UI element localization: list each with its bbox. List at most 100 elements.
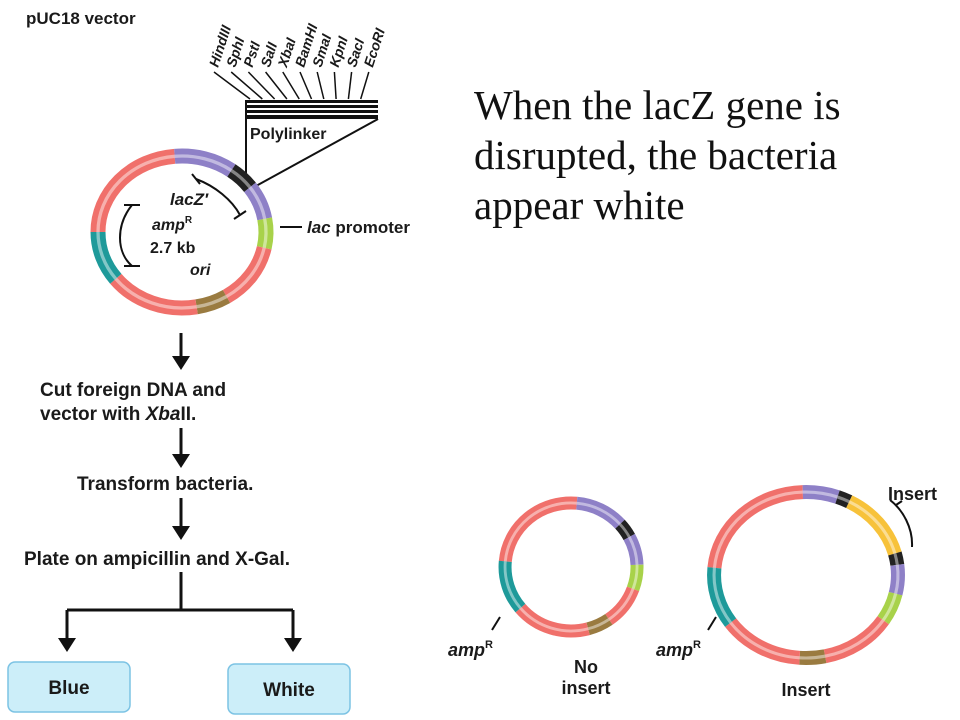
insert-backbone-top-highlight [712,490,803,568]
insert-lacz-top-highlight [802,490,838,499]
lacz-label: lacZ′ [170,190,209,209]
white-outcome-label: White [263,680,315,701]
ori-segment [195,289,231,315]
no-insert-backbone-bottom [515,603,590,638]
insert-lacz-top [802,485,840,504]
backbone-segment-bottom [110,273,198,316]
site-tick-kpni [333,71,337,100]
site-tick-psti [247,71,276,100]
no-insert-ori [586,613,613,636]
amp-pointer-right [707,616,717,631]
promoter-label: lac promoter [307,218,410,237]
plasmid-interior-brackets [119,173,247,267]
no-insert-backbone-bottom-highlight [519,607,589,633]
site-tick-hindiii [213,71,251,100]
step-transform: Transform bacteria. [77,474,253,495]
site-tick-ecori [359,71,370,100]
blue-outcome-label: Blue [48,678,89,699]
insert-polylinker-right-highlight [893,553,899,566]
no-insert-polylinker [615,519,635,541]
insert-backbone-top [707,485,804,569]
insert-backbone-bottom-highlight [729,621,800,660]
no-insert-lacz-bottom-highlight [628,536,639,565]
insert-bracket-tick [895,500,903,506]
insert-ori [799,649,827,665]
amp-label-left: ampR [448,639,493,660]
insert-backbone-right [823,615,889,664]
insert-label: Insert [781,680,830,700]
step-cut-line2: vector with XbaII. [40,404,196,425]
backbone-segment-right-highlight [225,247,266,298]
site-label-psti: PstI [240,39,263,69]
no-insert-backbone-top-highlight [503,501,577,562]
lacz-segment-top [174,148,236,177]
site-tick-sphi [230,71,263,100]
insert-ampr-highlight [712,567,732,624]
insert-lacz-bottom [888,563,905,596]
insert-backbone-right-highlight [824,619,885,658]
promoter-segment [256,217,274,250]
insert-backbone-bottom [725,618,801,665]
insert-segment [845,495,902,556]
polylinker-segment-highlight [230,169,252,189]
no-insert-lacz-top-highlight [576,501,622,526]
insert-promoter [877,591,903,625]
plasmid-insert [707,485,905,665]
plasmid-no-insert [498,496,644,638]
insert-ampr [707,567,737,627]
flow-arrows [65,333,295,642]
site-tick-smai [316,71,325,100]
no-insert-ori-highlight [587,618,610,631]
no-insert-lacz-bottom [623,533,644,566]
white-outcome-box [227,663,351,715]
ampr-label: ampR [152,215,193,234]
insert-lacz-bottom-highlight [894,564,900,595]
no-insert-promoter-highlight [631,564,639,590]
insert-polylinker-left [835,490,853,509]
ori-label: ori [190,262,211,279]
restriction-sites: HindIIISphIPstISalIXbaIBamHISmaIKpnISacI… [206,21,388,100]
flow-arrowheads [58,356,302,652]
ampr-segment [90,231,122,284]
ampr-segment-highlight [96,231,118,280]
polylinker-bar [245,100,379,187]
ori-segment-highlight [196,295,228,309]
lacz-segment-bottom [243,182,273,221]
no-insert-backbone-right-highlight [608,588,635,621]
no-insert-promoter [626,564,644,592]
no-insert-backbone-right [605,586,640,625]
site-tick-saci [347,71,353,100]
caption-line-3: appear white [474,182,685,228]
insert-ori-highlight [799,654,826,660]
no-insert-polylinker-highlight [618,523,631,538]
insert-bracket-label: Insert [888,484,937,504]
no-insert-label-line1: No [574,657,598,677]
backbone-segment-right [222,245,272,304]
no-insert-ampr-highlight [503,561,522,610]
promoter-segment-highlight [262,218,268,249]
amp-pointer-left [491,616,501,631]
no-insert-lacz-top [575,496,625,529]
insert-polylinker-right [888,551,905,566]
site-tick-bamhi [299,71,313,100]
site-tick-sali [265,71,288,100]
insert-promoter-highlight [881,593,898,622]
no-insert-backbone-top [498,496,578,563]
insert-bracket [889,499,914,548]
vector-title: pUC18 vector [26,9,136,28]
site-tick-xbai [282,71,300,100]
plasmid-size-label: 2.7 kb [150,240,196,257]
caption: When the lacZ gene is disrupted, the bac… [474,80,944,230]
lacz-segment-bottom-highlight [248,186,267,220]
caption-line-2: disrupted, the bacteria [474,132,838,178]
caption-line-1: When the lacZ gene is [474,82,841,128]
main-plasmid [90,148,274,316]
polylinker-segment [227,164,256,193]
no-insert-ampr [498,560,526,613]
backbone-segment-bottom-highlight [114,277,197,310]
backbone-segment-top [90,148,176,233]
step-plate: Plate on ampicillin and X-Gal. [24,549,290,570]
polylinker-label: Polylinker [250,126,326,143]
step-cut-line1: Cut foreign DNA and [40,380,226,401]
